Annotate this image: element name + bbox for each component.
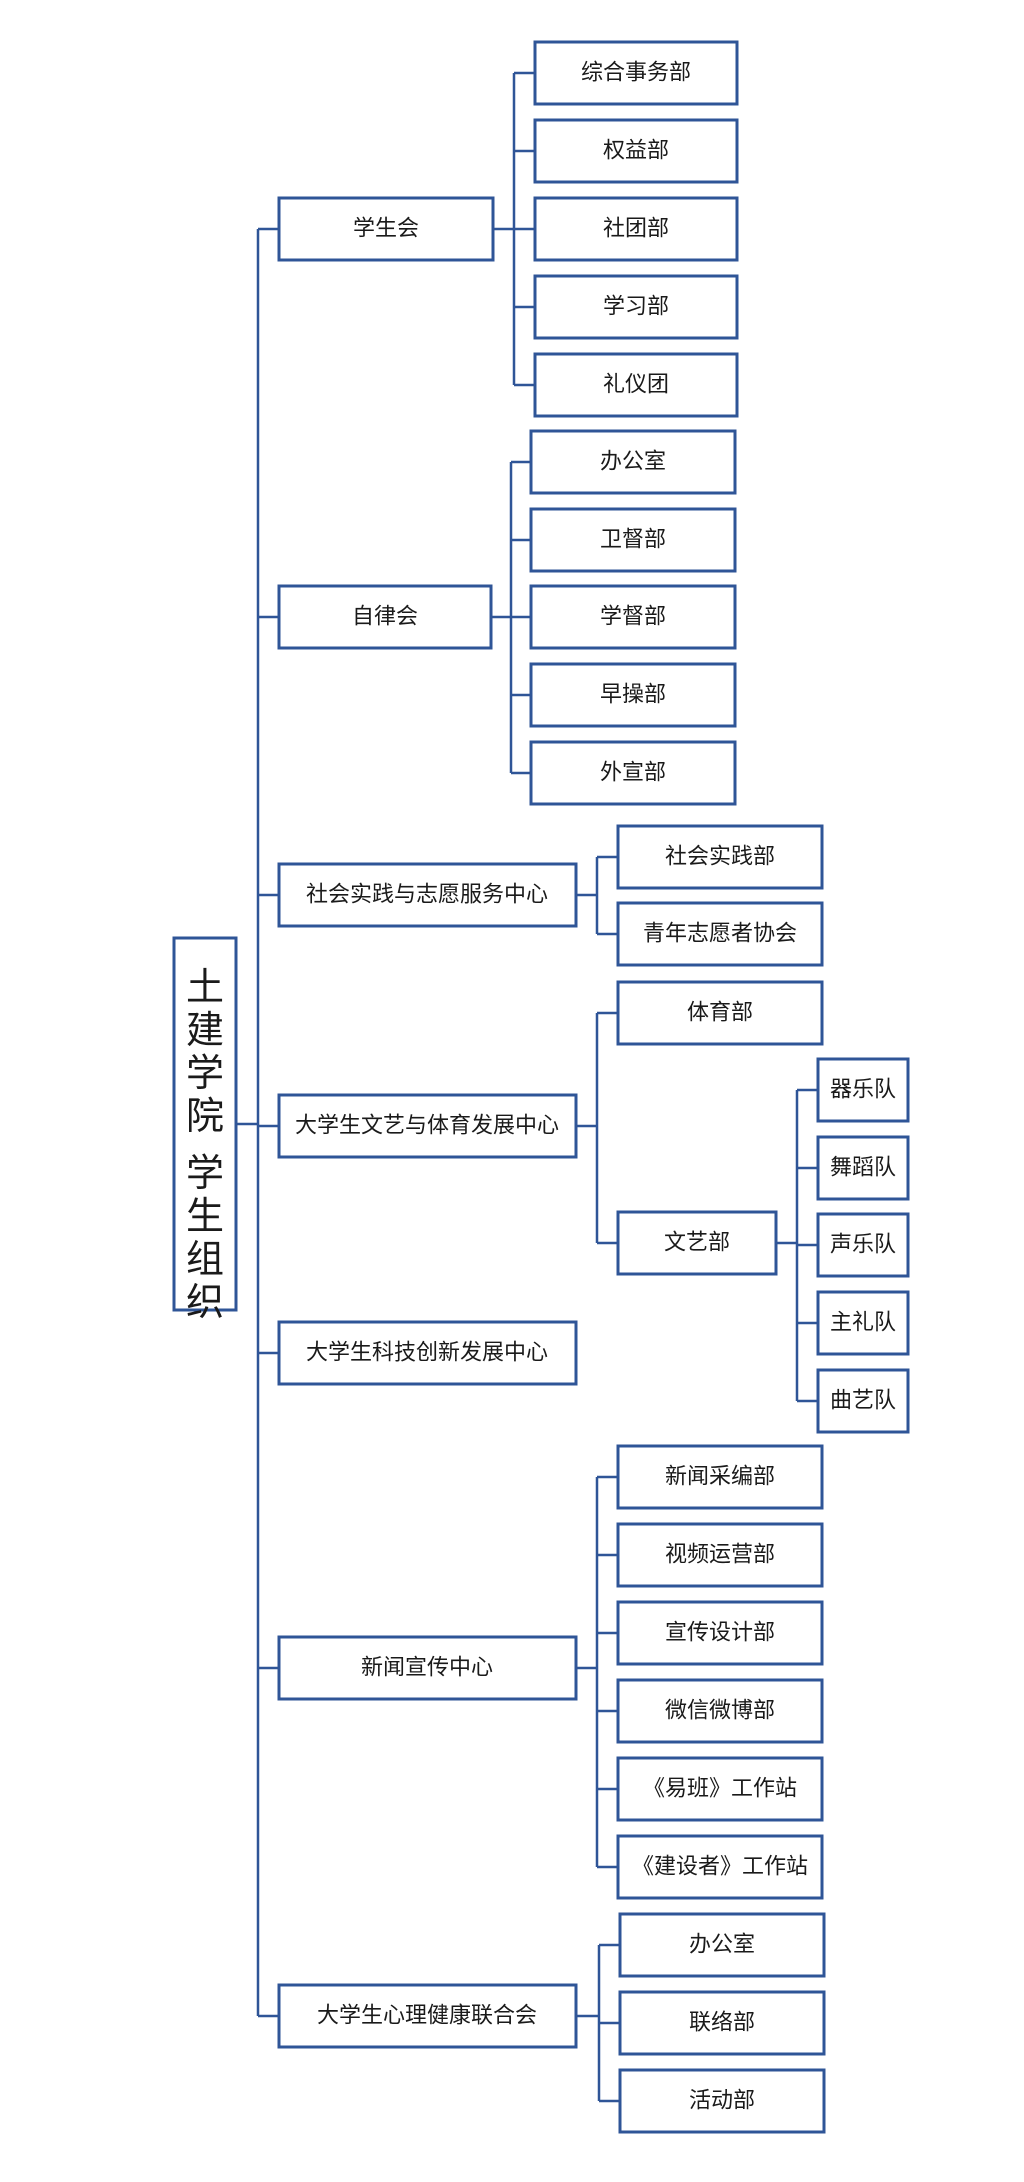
- level2-node: 卫督部: [529, 507, 737, 573]
- level2-label: 学督部: [600, 605, 666, 630]
- level2-label: 新闻采编部: [665, 1465, 775, 1490]
- level1-node-3: 大学生文艺与体育发展中心: [277, 1093, 578, 1159]
- level2-node: 联络部: [618, 1990, 826, 2056]
- level2-label: 综合事务部: [581, 61, 691, 86]
- level2-label: 文艺部: [664, 1231, 730, 1256]
- level2-node: 综合事务部: [533, 40, 739, 106]
- level2-node: 文艺部: [616, 1210, 778, 1276]
- level3-node: 器乐队: [816, 1057, 910, 1123]
- level2-label: 礼仪团: [603, 373, 669, 398]
- level2-node: 社团部: [533, 196, 739, 262]
- level3-label: 声乐队: [830, 1233, 896, 1258]
- level2-label: 宣传设计部: [665, 1621, 775, 1646]
- level2-node: 青年志愿者协会: [616, 901, 824, 967]
- level3-node: 舞蹈队: [816, 1135, 910, 1201]
- level2-node: 《易班》工作站: [616, 1756, 824, 1822]
- level2-label: 学习部: [603, 295, 669, 320]
- level3-node: 曲艺队: [816, 1368, 910, 1434]
- level2-label: 办公室: [689, 1933, 755, 1958]
- level2-label: 视频运营部: [665, 1543, 775, 1568]
- level2-label: 活动部: [689, 2089, 755, 2114]
- level1-label-3: 大学生文艺与体育发展中心: [295, 1114, 559, 1139]
- level2-node: 新闻采编部: [616, 1444, 824, 1510]
- level2-node: 外宣部: [529, 740, 737, 806]
- level2-node: 视频运营部: [616, 1522, 824, 1588]
- level2-label: 《易班》工作站: [643, 1777, 797, 1802]
- level3-label: 主礼队: [830, 1311, 896, 1336]
- level2-label: 青年志愿者协会: [643, 922, 797, 947]
- level2-node: 宣传设计部: [616, 1600, 824, 1666]
- level2-node: 《建设者》工作站: [616, 1834, 824, 1900]
- level1-node-4: 大学生科技创新发展中心: [277, 1320, 578, 1386]
- level2-label: 《建设者》工作站: [632, 1855, 808, 1880]
- level2-label: 体育部: [687, 1001, 753, 1026]
- level2-node: 权益部: [533, 118, 739, 184]
- level2-node: 活动部: [618, 2068, 826, 2134]
- level3-label: 器乐队: [830, 1078, 896, 1103]
- level2-node: 学督部: [529, 584, 737, 650]
- level3-label: 舞蹈队: [830, 1156, 896, 1181]
- level2-node: 办公室: [529, 429, 737, 495]
- level2-label: 外宣部: [600, 761, 666, 786]
- level3-node: 声乐队: [816, 1212, 910, 1278]
- level1-label-1: 自律会: [352, 605, 418, 630]
- level2-node: 体育部: [616, 980, 824, 1046]
- level2-label: 权益部: [603, 139, 669, 164]
- level3-node: 主礼队: [816, 1290, 910, 1356]
- level2-label: 早操部: [600, 683, 666, 708]
- level2-label: 社团部: [603, 217, 669, 242]
- root-title: 土建学院学生组织: [186, 965, 224, 1324]
- level2-label: 社会实践部: [665, 845, 775, 870]
- level2-node: 社会实践部: [616, 824, 824, 890]
- connector-lines: [236, 71, 818, 2103]
- level1-node-1: 自律会: [277, 584, 493, 650]
- level1-label-0: 学生会: [353, 217, 419, 242]
- level1-node-2: 社会实践与志愿服务中心: [277, 862, 578, 928]
- level2-node: 礼仪团: [533, 352, 739, 418]
- level2-label: 联络部: [689, 2011, 755, 2036]
- level1-label-4: 大学生科技创新发展中心: [306, 1341, 548, 1366]
- level1-node-0: 学生会: [277, 196, 495, 262]
- root-node: 土建学院学生组织: [172, 936, 238, 1324]
- level2-node: 微信微博部: [616, 1678, 824, 1744]
- level2-node: 学习部: [533, 274, 739, 340]
- level2-label: 卫督部: [600, 528, 666, 553]
- level2-node: 早操部: [529, 662, 737, 728]
- level2-label: 办公室: [600, 450, 666, 475]
- level1-label-2: 社会实践与志愿服务中心: [306, 883, 548, 908]
- level3-label: 曲艺队: [830, 1389, 896, 1414]
- level1-node-5: 新闻宣传中心: [277, 1635, 578, 1701]
- level2-node: 办公室: [618, 1912, 826, 1978]
- level1-label-6: 大学生心理健康联合会: [317, 2004, 537, 2029]
- level1-node-6: 大学生心理健康联合会: [277, 1983, 578, 2049]
- level2-label: 微信微博部: [665, 1699, 775, 1724]
- level1-label-5: 新闻宣传中心: [361, 1656, 493, 1681]
